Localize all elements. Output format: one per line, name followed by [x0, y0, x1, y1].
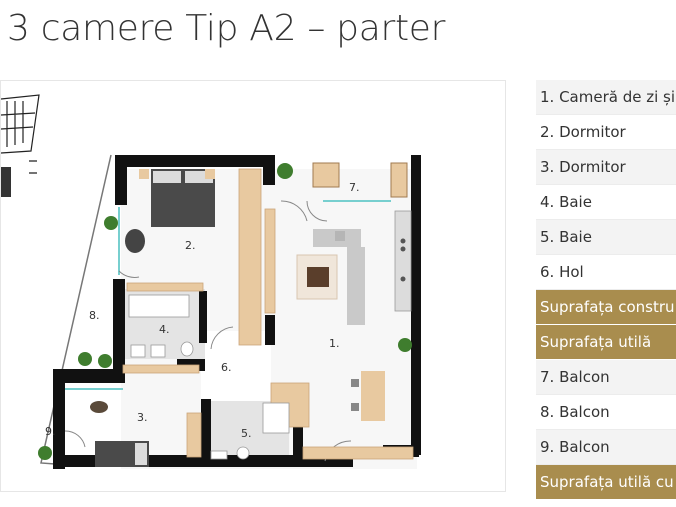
- plant-icons: [38, 163, 412, 460]
- room-row: 8. Balcon: [536, 395, 676, 430]
- room-row: Suprafața utilă cu: [536, 465, 676, 500]
- balcony-table: [312, 162, 340, 188]
- kitchen-counter: [394, 210, 412, 312]
- room-label-9: 9.: [45, 425, 56, 438]
- floor-plan: 1. 2. 3. 4. 5. 6. 7. 8. 9.: [0, 80, 506, 492]
- room-row: 7. Balcon: [536, 360, 676, 395]
- armchair-icon: [125, 229, 145, 253]
- site-sketch: [1, 94, 40, 197]
- coffee-table: [307, 267, 329, 287]
- room-row: 5. Baie: [536, 220, 676, 255]
- room-label-4: 4.: [159, 323, 170, 336]
- bed-room-3: [95, 441, 149, 467]
- room-label-7: 7.: [349, 181, 360, 194]
- balcony-bench: [390, 162, 408, 198]
- room-row: 6. Hol: [536, 255, 676, 290]
- room-row: 1. Cameră de zi și: [536, 80, 676, 115]
- floor-plan-drawing: 1. 2. 3. 4. 5. 6. 7. 8. 9.: [1, 94, 421, 469]
- balcony-outline: [40, 154, 112, 466]
- cooktop-icon: [400, 238, 406, 282]
- round-table-icon: [90, 401, 108, 413]
- room-label-5: 5.: [241, 427, 252, 440]
- bath-5-fixtures: [210, 402, 290, 460]
- room-row: 3. Dormitor: [536, 150, 676, 185]
- room-label-3: 3.: [137, 411, 148, 424]
- windows: [65, 200, 391, 390]
- room-row: 2. Dormitor: [536, 115, 676, 150]
- room-row: Suprafața constru: [536, 290, 676, 325]
- room-label-1: 1.: [329, 337, 340, 350]
- room-label-6: 6.: [221, 361, 232, 374]
- room-label-8: 8.: [89, 309, 100, 322]
- bed-room-2: [139, 169, 215, 227]
- room-row: Suprafața utilă: [536, 325, 676, 360]
- room-row: 4. Baie: [536, 185, 676, 220]
- sofa: [313, 229, 365, 325]
- room-row: 9. Balcon: [536, 430, 676, 465]
- dining-table: [351, 371, 385, 421]
- room-label-2: 2.: [185, 239, 196, 252]
- bath-4-fixtures: [128, 294, 194, 358]
- page-title: t 3 camere Tip A2 – parter: [0, 8, 446, 49]
